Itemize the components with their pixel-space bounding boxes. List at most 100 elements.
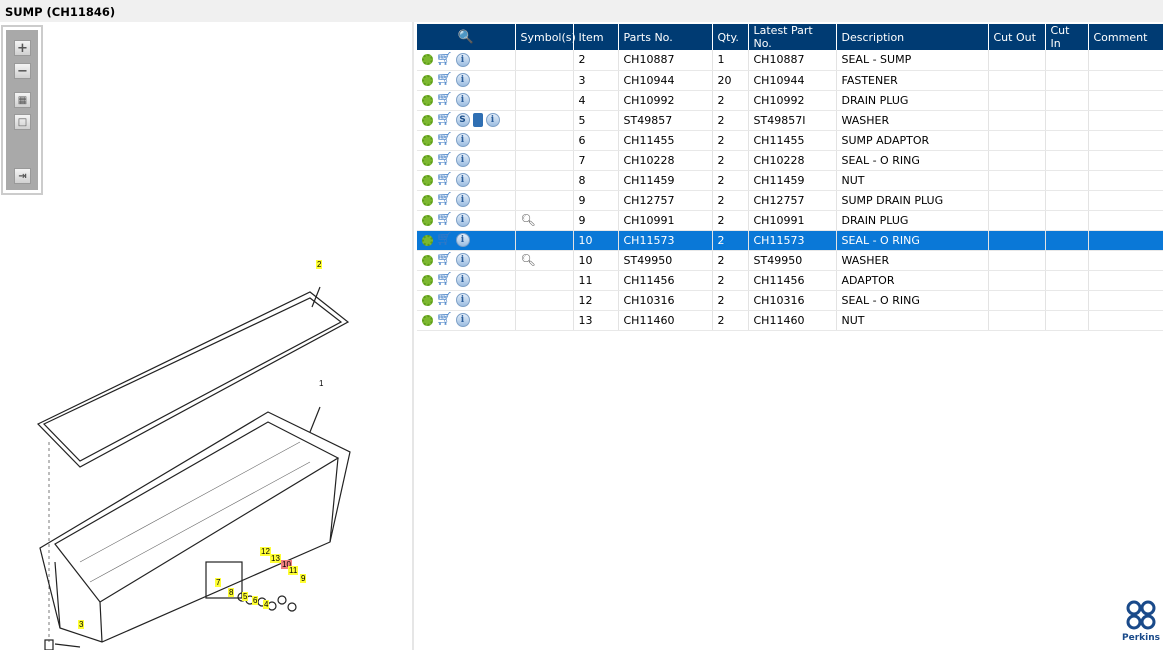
callout-12[interactable]: 12 bbox=[260, 547, 271, 556]
callout-5[interactable]: 5 bbox=[242, 592, 249, 601]
description-cell: SEAL - O RING bbox=[836, 290, 989, 311]
illustration-panel[interactable]: + − ▦ □ ⇥ 2 1 3 7 8 5 6 4 12 13 10 11 9 bbox=[0, 22, 414, 650]
info-icon[interactable]: i bbox=[455, 73, 470, 87]
callout-8[interactable]: 8 bbox=[228, 588, 235, 597]
cart-icon[interactable]: 🛒︎ bbox=[436, 192, 453, 207]
search-preview-icon[interactable]: 🔍 bbox=[457, 29, 474, 45]
book-icon[interactable] bbox=[472, 113, 483, 127]
callout-7[interactable]: 7 bbox=[215, 578, 222, 587]
column-header-comment[interactable]: Comment bbox=[1088, 24, 1163, 50]
gear-icon[interactable] bbox=[422, 174, 433, 186]
cart-icon[interactable]: 🛒︎ bbox=[436, 132, 453, 147]
part-no-cell: ST49950 bbox=[618, 250, 713, 271]
info-icon[interactable]: i bbox=[455, 153, 470, 167]
magnifier-book-icon[interactable]: 🔍︎ bbox=[520, 213, 536, 227]
info-icon[interactable]: i bbox=[455, 293, 470, 307]
column-header-qty[interactable]: Qty. bbox=[712, 24, 749, 50]
callout-10[interactable]: 10 bbox=[281, 560, 292, 569]
cart-icon[interactable]: 🛒︎ bbox=[436, 172, 453, 187]
callout-9[interactable]: 9 bbox=[300, 574, 307, 583]
part-no-cell: CH10316 bbox=[618, 290, 713, 311]
s-icon[interactable]: S bbox=[455, 113, 470, 127]
qty-cell: 2 bbox=[712, 90, 749, 111]
cart-icon[interactable]: 🛒︎ bbox=[436, 252, 453, 267]
info-icon[interactable]: i bbox=[455, 313, 470, 327]
cart-icon[interactable]: 🛒︎ bbox=[436, 232, 453, 247]
column-header-cut-out[interactable]: Cut Out bbox=[988, 24, 1046, 50]
qty-cell: 2 bbox=[712, 210, 749, 231]
gear-icon[interactable] bbox=[422, 194, 433, 206]
info-icon[interactable]: i bbox=[455, 273, 470, 287]
gear-icon[interactable] bbox=[422, 314, 433, 326]
info-icon[interactable]: i bbox=[455, 233, 470, 247]
info-icon[interactable]: i bbox=[455, 253, 470, 267]
callout-2[interactable]: 2 bbox=[316, 260, 323, 269]
callout-3[interactable]: 3 bbox=[78, 620, 85, 629]
info-icon[interactable]: i bbox=[485, 113, 500, 127]
cart-icon[interactable]: 🛒︎ bbox=[436, 312, 453, 327]
gear-icon[interactable] bbox=[422, 294, 433, 306]
gear-icon[interactable] bbox=[422, 214, 433, 226]
gear-icon[interactable] bbox=[422, 234, 433, 246]
callout-4[interactable]: 4 bbox=[263, 600, 270, 609]
cart-icon[interactable]: 🛒︎ bbox=[436, 272, 453, 287]
info-icon[interactable]: i bbox=[455, 133, 470, 147]
sump-gasket bbox=[36, 291, 350, 468]
cut-in-cell bbox=[1045, 110, 1089, 131]
callout-13[interactable]: 13 bbox=[270, 554, 281, 563]
column-header-cut-in[interactable]: Cut In bbox=[1045, 24, 1089, 50]
cart-icon[interactable]: 🛒︎ bbox=[436, 51, 453, 67]
info-icon[interactable]: i bbox=[455, 193, 470, 207]
cart-icon[interactable]: 🛒︎ bbox=[436, 112, 453, 127]
actual-size-button[interactable]: □ bbox=[14, 114, 31, 130]
gear-icon[interactable] bbox=[422, 54, 433, 66]
gear-icon[interactable] bbox=[422, 94, 433, 106]
info-icon[interactable]: i bbox=[455, 93, 470, 107]
cart-icon[interactable]: 🛒︎ bbox=[436, 292, 453, 307]
column-header-actions[interactable]: 🔍 bbox=[417, 24, 516, 50]
callout-6[interactable]: 6 bbox=[252, 596, 259, 605]
cart-icon[interactable]: 🛒︎ bbox=[436, 152, 453, 167]
column-header-latest-part-no[interactable]: Latest Part No. bbox=[748, 24, 837, 50]
gear-icon[interactable] bbox=[422, 254, 433, 266]
info-icon[interactable]: i bbox=[455, 52, 470, 67]
cart-icon[interactable]: 🛒︎ bbox=[436, 92, 453, 107]
gear-icon[interactable] bbox=[422, 154, 433, 166]
gear-icon[interactable] bbox=[422, 74, 433, 86]
zoom-out-button[interactable]: − bbox=[14, 63, 31, 79]
cart-icon[interactable]: 🛒︎ bbox=[436, 212, 453, 227]
toggle-list-button[interactable]: ⇥ bbox=[14, 168, 31, 184]
column-header-item[interactable]: Item bbox=[573, 24, 619, 50]
magnifier-book-icon[interactable]: 🔍︎ bbox=[520, 253, 536, 267]
cart-icon[interactable]: 🛒︎ bbox=[436, 72, 453, 87]
part-no-cell: CH10991 bbox=[618, 210, 713, 231]
gear-icon[interactable] bbox=[422, 134, 433, 146]
callout-11[interactable]: 11 bbox=[288, 566, 299, 575]
gear-icon[interactable] bbox=[422, 274, 433, 286]
column-header-description[interactable]: Description bbox=[836, 24, 989, 50]
symbol-cell bbox=[515, 290, 574, 311]
row-actions: 🛒︎i bbox=[417, 190, 516, 211]
column-header-symbol-s[interactable]: Symbol(s) bbox=[515, 24, 576, 50]
fit-to-window-button[interactable]: ▦ bbox=[14, 92, 31, 108]
callout-1[interactable]: 1 bbox=[319, 379, 324, 388]
gear-icon[interactable] bbox=[422, 114, 433, 126]
info-icon[interactable]: i bbox=[455, 213, 470, 227]
zoom-in-button[interactable]: + bbox=[14, 40, 31, 56]
info-icon[interactable]: i bbox=[455, 173, 470, 187]
column-header-parts-no[interactable]: Parts No. bbox=[618, 24, 713, 50]
